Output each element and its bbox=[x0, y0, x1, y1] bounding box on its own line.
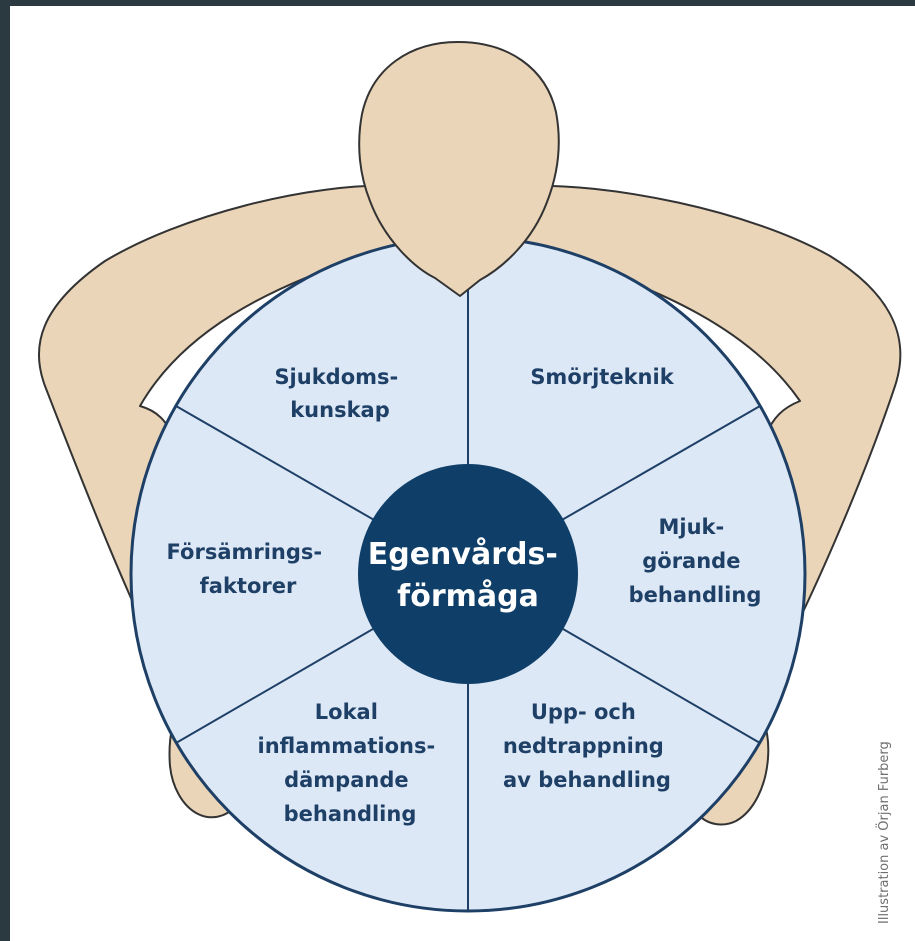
segment-label-line: av behandling bbox=[503, 768, 671, 792]
segment-sjukdomskunskap: Sjukdoms- kunskap bbox=[274, 365, 405, 422]
self-care-wheel-diagram: Egenvårds- förmåga Sjukdoms- kunskap Smö… bbox=[37, 41, 902, 924]
center-label: Egenvårds- förmåga bbox=[368, 536, 569, 614]
segment-lokal-inflammation: Lokal inflammations- dämpande behandling bbox=[258, 700, 443, 826]
center-label-line-1: Egenvårds- bbox=[368, 536, 558, 572]
segment-label-line: kunskap bbox=[290, 398, 390, 422]
segment-mjukgorande: Mjuk- görande behandling bbox=[629, 515, 762, 607]
segment-label-line: Försämrings- bbox=[167, 540, 323, 564]
illustration-credit: Illustration av Örjan Furberg bbox=[875, 741, 892, 924]
segment-smorjteknik: Smörjteknik bbox=[530, 365, 674, 389]
segment-label-line: inflammations- bbox=[258, 734, 436, 758]
segment-label-line: Mjuk- bbox=[658, 515, 724, 539]
segment-label-line: faktorer bbox=[200, 574, 297, 598]
segment-label-line: dämpande bbox=[284, 768, 409, 792]
segment-label-line: görande bbox=[642, 549, 740, 573]
segment-forsamringsfaktorer: Försämrings- faktorer bbox=[167, 540, 330, 598]
center-hub bbox=[358, 464, 578, 684]
segment-label-line: Smörjteknik bbox=[530, 365, 674, 389]
person-head bbox=[358, 41, 560, 297]
segment-label-line: behandling bbox=[629, 583, 762, 607]
segment-label-line: Upp- och bbox=[531, 700, 636, 724]
illustration-canvas: Egenvårds- förmåga Sjukdoms- kunskap Smö… bbox=[10, 6, 915, 941]
segment-label-line: Lokal bbox=[315, 700, 378, 724]
segment-label-line: nedtrappning bbox=[503, 734, 664, 758]
center-label-line-2: förmåga bbox=[397, 578, 539, 614]
wheel: Egenvårds- förmåga Sjukdoms- kunskap Smö… bbox=[129, 235, 807, 913]
segment-label-line: Sjukdoms- bbox=[274, 365, 398, 389]
segment-upp-och-nedtrappning: Upp- och nedtrappning av behandling bbox=[503, 700, 671, 792]
segment-label-line: behandling bbox=[284, 802, 417, 826]
